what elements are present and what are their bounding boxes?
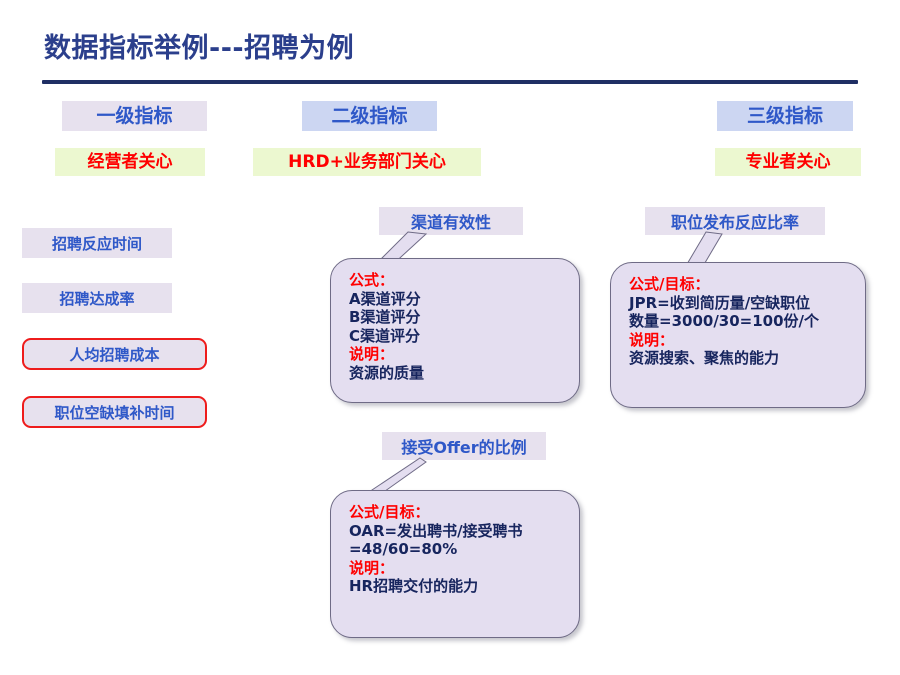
callout-line: 说明：	[349, 558, 395, 577]
callout-line: B渠道评分	[349, 308, 421, 327]
left-metric-label: 招聘达成率	[59, 289, 135, 308]
left-metric-label: 招聘反应时间	[51, 234, 142, 253]
callout-body-2: 公式/目标： JPR=收到简历量/空缺职位 数量=3000/30=100份/个 …	[629, 275, 855, 368]
level1-title-badge: 一级指标	[62, 101, 207, 131]
level3-title-badge: 三级指标	[717, 101, 853, 131]
level1-audience-badge: 经营者关心	[55, 148, 205, 176]
callout-body-1: 公式： A渠道评分 B渠道评分 C渠道评分 说明： 资源的质量	[349, 271, 569, 383]
callout-line: A渠道评分	[349, 289, 421, 308]
callout-line: JPR=收到简历量/空缺职位	[629, 293, 811, 312]
callout-line: C渠道评分	[349, 326, 421, 345]
callout-line: =48/60=80%	[349, 540, 458, 559]
callout-line: 资源搜索、聚焦的能力	[629, 349, 780, 368]
page-title: 数据指标举例---招聘为例	[44, 33, 355, 64]
callout-line: 资源的质量	[349, 363, 425, 382]
callout-line: 说明：	[349, 345, 395, 364]
callout-bubble-channel-effectiveness: 公式： A渠道评分 B渠道评分 C渠道评分 说明： 资源的质量	[330, 258, 580, 403]
callout-line: 公式/目标：	[349, 503, 430, 521]
left-metric-item-4[interactable]: 职位空缺填补时间	[22, 396, 207, 428]
callout-line: 公式：	[349, 271, 395, 289]
callout-line: HR招聘交付的能力	[349, 577, 479, 596]
left-metric-item-2[interactable]: 招聘达成率	[22, 283, 172, 313]
level3-audience-badge: 专业者关心	[715, 148, 861, 176]
callout-line: OAR=发出聘书/接受聘书	[349, 521, 523, 540]
callout-line: 数量=3000/30=100份/个	[629, 312, 820, 331]
callout-body-3: 公式/目标： OAR=发出聘书/接受聘书 =48/60=80% 说明： HR招聘…	[349, 503, 569, 596]
level2-title-badge: 二级指标	[302, 101, 437, 131]
left-metric-label: 人均招聘成本	[69, 345, 160, 364]
callout-line: 公式/目标：	[629, 275, 710, 293]
callout-header-job-posting-response-rate: 职位发布反应比率	[645, 207, 825, 235]
callout-bubble-offer-acceptance-rate: 公式/目标： OAR=发出聘书/接受聘书 =48/60=80% 说明： HR招聘…	[330, 490, 580, 638]
left-metric-label: 职位空缺填补时间	[54, 403, 175, 422]
left-metric-item-3[interactable]: 人均招聘成本	[22, 338, 207, 370]
callout-header-channel-effectiveness: 渠道有效性	[379, 207, 523, 235]
callout-line: 说明：	[629, 330, 675, 349]
callout-header-offer-acceptance-rate: 接受Offer的比例	[382, 432, 546, 460]
callout-bubble-job-posting-response-rate: 公式/目标： JPR=收到简历量/空缺职位 数量=3000/30=100份/个 …	[610, 262, 866, 408]
title-divider	[42, 80, 858, 84]
left-metric-item-1[interactable]: 招聘反应时间	[22, 228, 172, 258]
level2-audience-badge: HRD+业务部门关心	[253, 148, 481, 176]
